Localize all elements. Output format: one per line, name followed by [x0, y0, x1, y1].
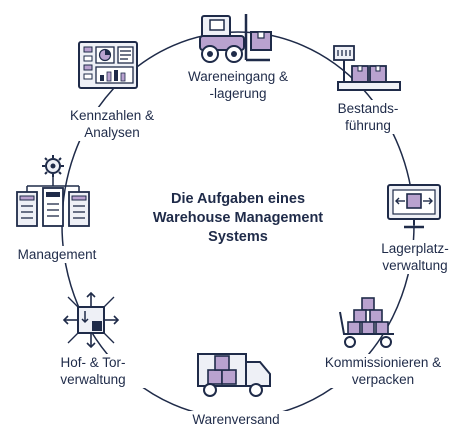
scale-with-boxes-icon — [333, 45, 401, 91]
label-management: Management — [6, 246, 108, 263]
label-kommissionieren: Kommissionieren & verpacken — [302, 354, 464, 388]
monitor-box-icon — [387, 184, 441, 229]
label-hof-tor: Hof- & Tor- verwaltung — [36, 354, 150, 388]
label-wareneingang: Wareneingang & -lagerung — [176, 68, 300, 102]
diagram-title: Die Aufgaben eines Warehouse Management … — [152, 191, 324, 245]
analytics-dashboard-icon — [78, 41, 138, 89]
label-bestandsfuehrung: Bestands- führung — [316, 100, 420, 134]
yard-gate-arrows-icon — [62, 291, 120, 349]
org-chart-gear-icon — [16, 155, 90, 227]
label-warenversand: Warenversand — [176, 411, 296, 428]
label-lagerplatzverwaltung: Lagerplatz- verwaltung — [364, 240, 466, 274]
delivery-truck-icon — [197, 353, 271, 397]
forklift-icon — [199, 14, 272, 63]
label-kennzahlen: Kennzahlen & Analysen — [56, 107, 168, 141]
cart-with-boxes-icon — [339, 297, 394, 348]
